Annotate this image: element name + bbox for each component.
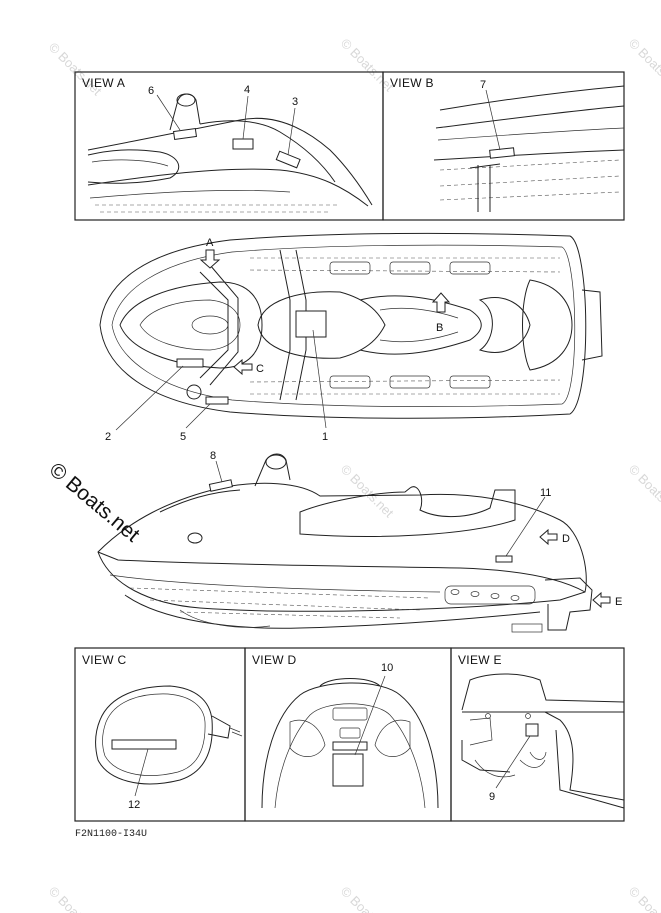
arrow-marker-b: [431, 292, 451, 313]
part-label-12: [111, 739, 177, 750]
view-b-title: VIEW B: [390, 76, 434, 90]
callout-9: 9: [489, 791, 495, 803]
marker-d: D: [562, 533, 570, 545]
arrow-marker-e: [592, 591, 611, 609]
part-label-6: [172, 127, 198, 141]
watermark-faint: © Boats.net: [338, 36, 397, 95]
marker-e: E: [615, 596, 622, 608]
callout-10: 10: [381, 662, 393, 674]
view-d-panel: VIEW D 10: [244, 647, 452, 822]
watermark-faint: © Boats.net: [626, 884, 661, 913]
view-e-panel: VIEW E 9: [450, 647, 625, 822]
callout-3: 3: [292, 96, 298, 108]
part-label-2: [176, 358, 204, 368]
part-label-11: [495, 555, 513, 563]
callout-11: 11: [540, 487, 551, 499]
callout-8: 8: [210, 450, 216, 462]
watermark-faint: © Boats.net: [626, 36, 661, 95]
callout-12: 12: [128, 799, 140, 811]
arrow-marker-a: [199, 249, 221, 269]
part-label-1: [295, 310, 327, 338]
callout-6: 6: [148, 85, 154, 97]
marker-c: C: [256, 363, 264, 375]
side-view: D E 8 11: [97, 450, 622, 633]
view-c-panel: VIEW C 12: [74, 647, 246, 822]
marker-b: B: [436, 322, 443, 334]
part-label-7: [489, 147, 515, 159]
watermark-faint: © Boats.net: [46, 884, 105, 913]
part-label-4: [232, 138, 254, 150]
part-label-3: [275, 150, 301, 169]
arrow-marker-d: [539, 528, 558, 546]
callout-7: 7: [480, 79, 486, 91]
view-a-panel: VIEW A 6 4 3: [74, 71, 384, 221]
part-label-9: [525, 723, 539, 737]
arrow-marker-c: [233, 358, 253, 376]
watermark-faint: © Boats.net: [626, 462, 661, 521]
drawing-code: F2N1100-I34U: [75, 829, 147, 840]
callout-5: 5: [180, 431, 186, 443]
watermark-faint: © Boats.net: [338, 462, 397, 521]
watermark-faint: © Boats.net: [338, 884, 397, 913]
view-a-title: VIEW A: [82, 76, 125, 90]
view-b-panel: VIEW B 7: [382, 71, 625, 221]
part-label-8: [208, 479, 233, 492]
part-label-5: [205, 396, 229, 405]
view-e-title: VIEW E: [458, 653, 502, 667]
watermark-main: © Boats.net: [45, 458, 144, 546]
callout-2: 2: [105, 431, 111, 443]
view-d-title: VIEW D: [252, 653, 297, 667]
marker-a: A: [206, 237, 214, 249]
top-view: A B C 1 2 5: [99, 232, 603, 443]
callout-1: 1: [322, 431, 328, 443]
callout-4: 4: [244, 84, 250, 96]
view-c-title: VIEW C: [82, 653, 127, 667]
part-label-10: [332, 753, 364, 787]
